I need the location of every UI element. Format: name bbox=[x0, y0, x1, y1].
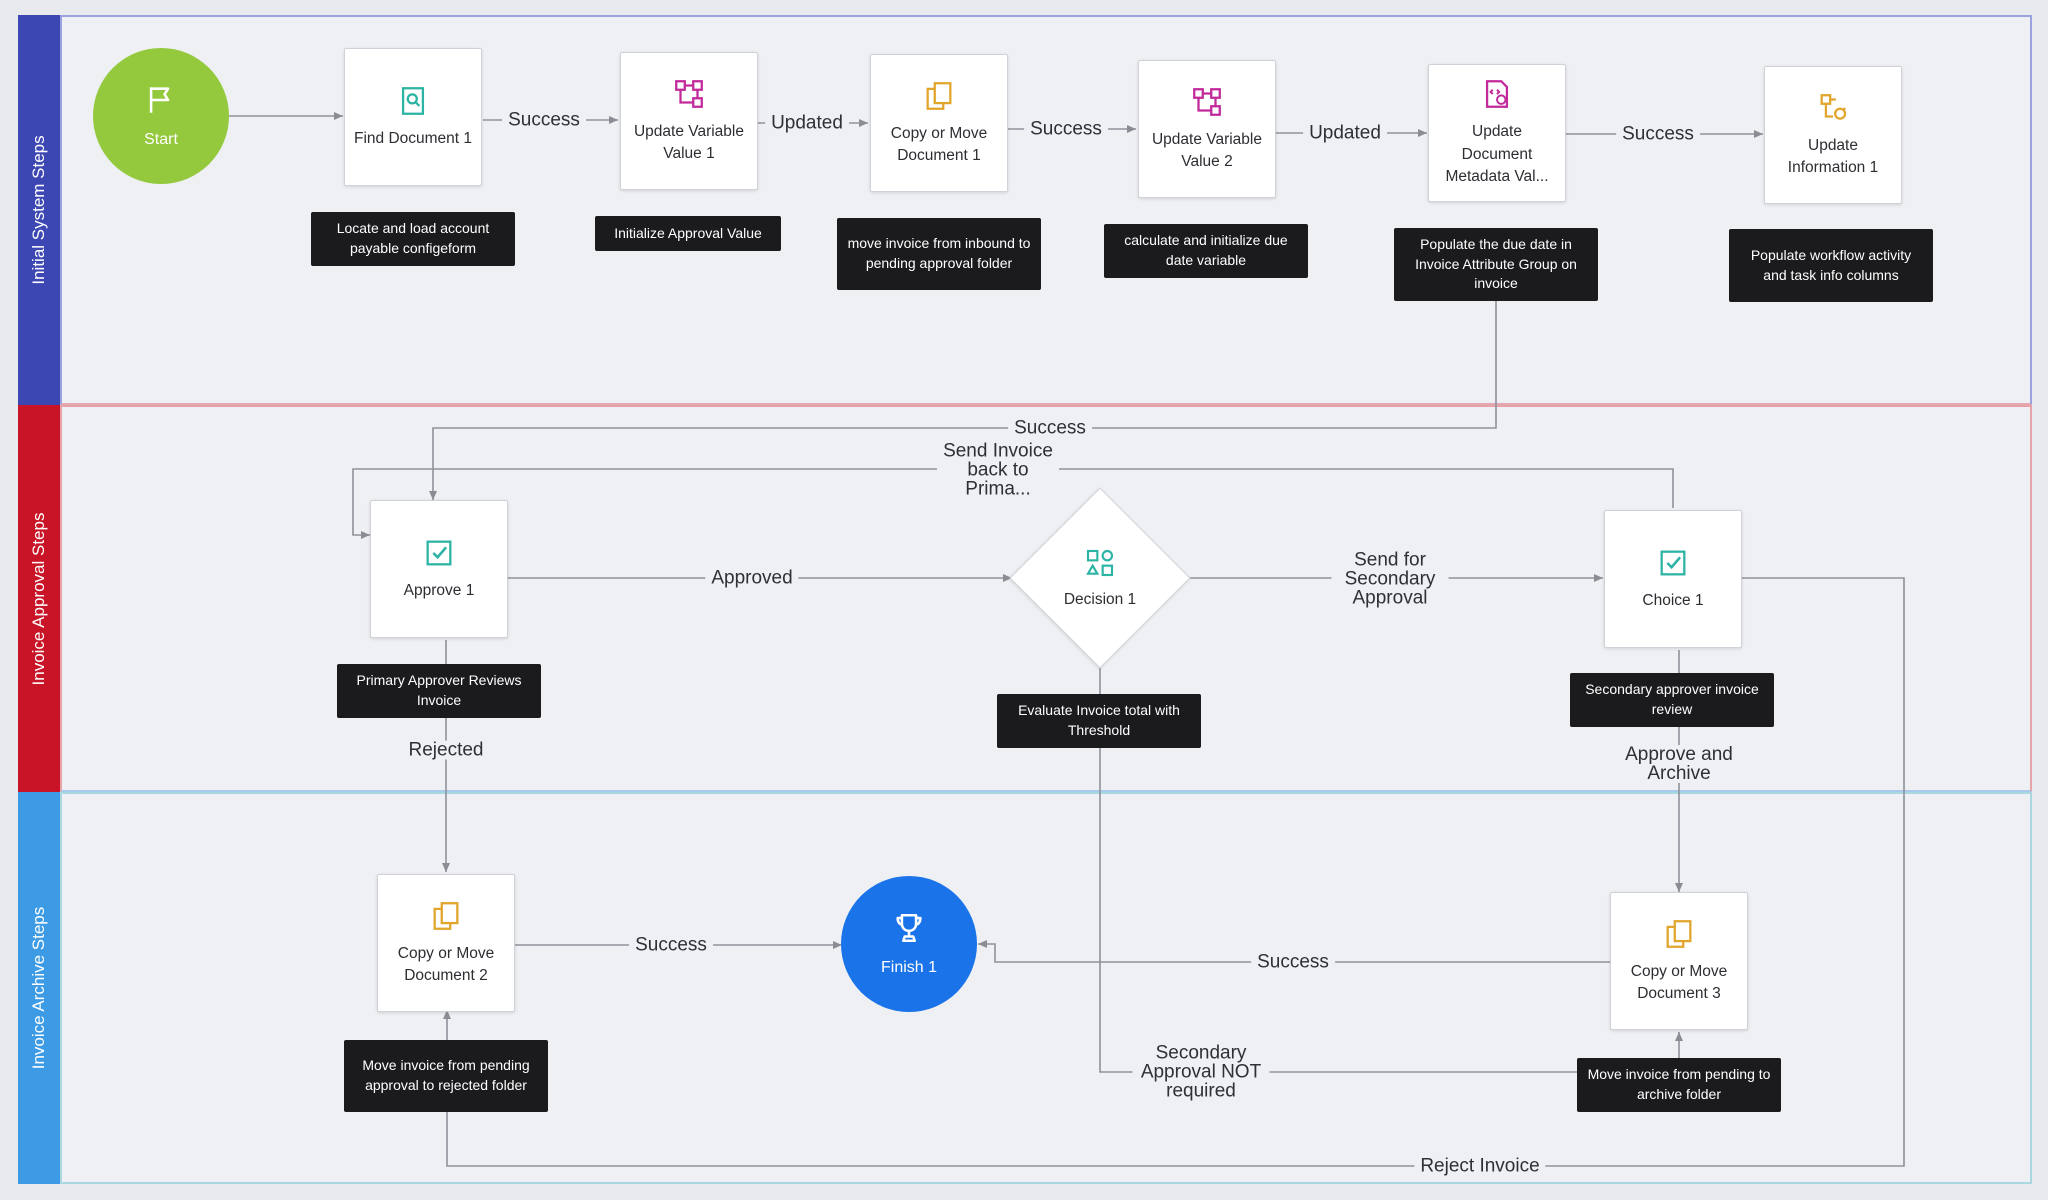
flag-icon bbox=[149, 87, 170, 113]
node-copy-or-move-document-3[interactable]: Copy or Move Document 3 bbox=[1610, 892, 1748, 1030]
node-label: Find Document 1 bbox=[353, 129, 473, 147]
node-label: Update Variable Value 1 bbox=[633, 122, 744, 162]
note-copy-or-move-document-3: Move invoice from pending to archive fol… bbox=[1577, 1058, 1781, 1112]
edge-label-var1-to-copy1[interactable]: Updated bbox=[765, 113, 849, 133]
edge-label-copy2-to-finish[interactable]: Success bbox=[629, 935, 713, 955]
node-label: Copy or Move Document 1 bbox=[890, 124, 988, 164]
approve-check-icon bbox=[426, 540, 452, 566]
lane-title: Invoice Archive Steps bbox=[29, 906, 48, 1070]
node-label: Update Document Metadata Val... bbox=[1445, 123, 1549, 186]
edge-label-approve-archive[interactable]: Approve and Archive bbox=[1613, 745, 1745, 783]
node-label: Copy or Move Document 2 bbox=[397, 944, 495, 984]
update-info-icon bbox=[1820, 93, 1847, 120]
note-update-variable-value-1: Initialize Approval Value bbox=[595, 216, 781, 251]
edge-label-meta-to-info[interactable]: Success bbox=[1616, 124, 1700, 144]
note-copy-or-move-document-1: move invoice from inbound to pending app… bbox=[837, 218, 1041, 290]
note-find-document-1: Locate and load account payable configef… bbox=[311, 212, 515, 266]
note-choice-1: Secondary approver invoice review bbox=[1570, 673, 1774, 727]
shapes-icon bbox=[1086, 549, 1114, 577]
node-label: Decision 1 bbox=[1063, 591, 1137, 608]
node-label: Update Information 1 bbox=[1787, 136, 1879, 176]
edge-label-find-to-var1[interactable]: Success bbox=[502, 110, 586, 130]
node-update-variable-value-2[interactable]: Update Variable Value 2 bbox=[1138, 60, 1276, 198]
edge-label-copy3-to-finish[interactable]: Success bbox=[1251, 952, 1335, 972]
node-update-information-1[interactable]: Update Information 1 bbox=[1764, 66, 1902, 204]
edge-label-send-secondary[interactable]: Send for Secondary Approval bbox=[1331, 550, 1449, 608]
document-edit-icon bbox=[1485, 80, 1509, 109]
copy-document-icon bbox=[433, 901, 459, 930]
edge-label-var2-to-meta[interactable]: Updated bbox=[1303, 123, 1387, 143]
lane-title: Invoice Approval Steps bbox=[29, 512, 48, 685]
lane-header-invoice-archive-steps[interactable]: Invoice Archive Steps bbox=[18, 792, 60, 1184]
note-copy-or-move-document-2: Move invoice from pending approval to re… bbox=[344, 1040, 548, 1112]
edge-label-send-back-primary[interactable]: Send Invoice back to Prima... bbox=[937, 441, 1059, 499]
edge-label-copy1-to-var2[interactable]: Success bbox=[1024, 119, 1108, 139]
node-label: Choice 1 bbox=[1642, 591, 1704, 609]
edge-label-reject-invoice[interactable]: Reject Invoice bbox=[1414, 1156, 1546, 1176]
variable-flow-icon bbox=[1193, 87, 1221, 116]
document-search-icon bbox=[401, 86, 425, 115]
approve-check-icon bbox=[1660, 550, 1686, 576]
note-update-variable-value-2: calculate and initialize due date variab… bbox=[1104, 224, 1308, 278]
finish-label: Finish 1 bbox=[880, 959, 938, 976]
node-label: Approve 1 bbox=[403, 581, 475, 599]
node-approve-1[interactable]: Approve 1 bbox=[370, 500, 508, 638]
start-event[interactable]: Start bbox=[93, 48, 229, 184]
node-find-document-1[interactable]: Find Document 1 bbox=[344, 48, 482, 186]
node-label: Copy or Move Document 3 bbox=[1630, 962, 1728, 1002]
edge-label-approved[interactable]: Approved bbox=[705, 568, 799, 588]
lane-title: Initial System Steps bbox=[29, 135, 48, 285]
lane-header-invoice-approval-steps[interactable]: Invoice Approval Steps bbox=[18, 405, 60, 792]
node-update-variable-value-1[interactable]: Update Variable Value 1 bbox=[620, 52, 758, 190]
copy-document-icon bbox=[926, 81, 952, 110]
node-label: Update Variable Value 2 bbox=[1151, 130, 1262, 170]
edge-label-secondary-not-required[interactable]: Secondary Approval NOT required bbox=[1132, 1043, 1270, 1101]
note-approve-1: Primary Approver Reviews Invoice bbox=[337, 664, 541, 718]
node-copy-or-move-document-2[interactable]: Copy or Move Document 2 bbox=[377, 874, 515, 1012]
edge-label-rejected[interactable]: Rejected bbox=[402, 740, 490, 760]
edge-label-meta-to-approve[interactable]: Success bbox=[1008, 418, 1092, 438]
copy-document-icon bbox=[1666, 919, 1692, 948]
node-copy-or-move-document-1[interactable]: Copy or Move Document 1 bbox=[870, 54, 1008, 192]
start-label: Start bbox=[144, 131, 178, 148]
node-decision-1[interactable]: Decision 1 bbox=[1009, 487, 1191, 669]
lane-header-initial-system-steps[interactable]: Initial System Steps bbox=[18, 15, 60, 405]
note-decision-1: Evaluate Invoice total with Threshold bbox=[997, 694, 1201, 748]
node-choice-1[interactable]: Choice 1 bbox=[1604, 510, 1742, 648]
trophy-icon bbox=[896, 913, 922, 943]
node-update-document-metadata[interactable]: Update Document Metadata Val... bbox=[1428, 64, 1566, 202]
variable-flow-icon bbox=[675, 79, 703, 108]
note-update-document-metadata: Populate the due date in Invoice Attribu… bbox=[1394, 228, 1598, 301]
note-update-information-1: Populate workflow activity and task info… bbox=[1729, 229, 1933, 302]
finish-event[interactable]: Finish 1 bbox=[841, 876, 977, 1012]
